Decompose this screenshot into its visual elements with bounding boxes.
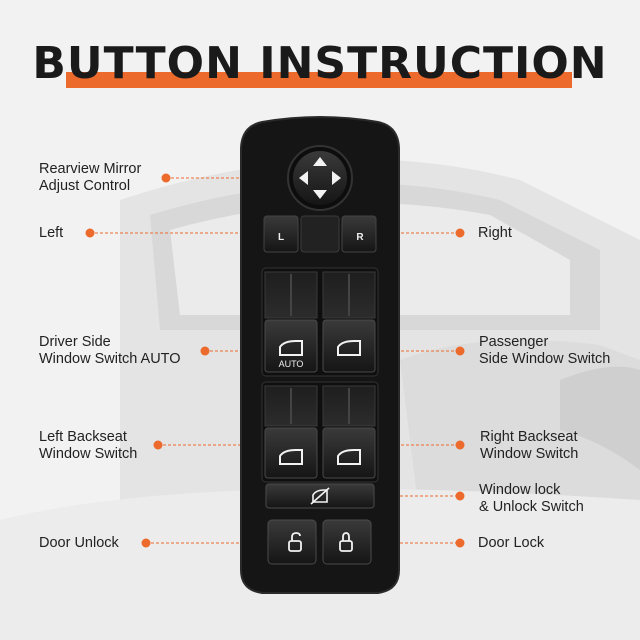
label-left: Left xyxy=(39,225,64,241)
left-letter: L xyxy=(278,232,284,243)
mirror-selector-center xyxy=(300,215,340,253)
four-arrow-joystick-icon xyxy=(299,157,341,199)
auto-label: AUTO xyxy=(279,359,304,369)
label-rearview-mirror: Rearview Mirror Adjust Control xyxy=(39,161,142,194)
left-mirror-button[interactable]: L xyxy=(263,215,299,253)
title-underline xyxy=(66,72,572,88)
closed-padlock-icon xyxy=(339,532,353,552)
page-title: BUTTON INSTRUCTION xyxy=(32,38,608,89)
door-lock-button[interactable] xyxy=(322,519,372,565)
label-door-lock: Door Lock xyxy=(478,535,545,551)
car-window-icon xyxy=(279,340,303,356)
window-lock-button[interactable] xyxy=(265,483,375,509)
car-window-icon xyxy=(337,340,361,356)
right-letter: R xyxy=(356,232,364,243)
label-driver-side: Driver Side Window Switch AUTO xyxy=(39,334,181,367)
car-window-icon xyxy=(279,449,303,465)
label-right: Right xyxy=(478,225,512,241)
mirror-joystick-button[interactable] xyxy=(287,145,353,211)
driver-window-switch[interactable]: AUTO xyxy=(264,271,318,373)
door-unlock-button[interactable] xyxy=(267,519,317,565)
car-window-icon xyxy=(337,449,361,465)
crossed-window-lock-icon xyxy=(310,487,330,505)
label-door-unlock: Door Unlock xyxy=(39,535,119,551)
label-passenger-side: Passenger Side Window Switch xyxy=(479,334,611,367)
open-padlock-icon xyxy=(288,532,302,552)
label-left-backseat: Left Backseat Window Switch xyxy=(39,429,138,462)
right-backseat-window-switch[interactable] xyxy=(322,385,376,479)
label-window-lock: Window lock & Unlock Switch xyxy=(479,482,584,515)
right-mirror-button[interactable]: R xyxy=(341,215,377,253)
label-right-backseat: Right Backseat Window Switch xyxy=(480,429,579,462)
left-backseat-window-switch[interactable] xyxy=(264,385,318,479)
passenger-window-switch[interactable] xyxy=(322,271,376,373)
